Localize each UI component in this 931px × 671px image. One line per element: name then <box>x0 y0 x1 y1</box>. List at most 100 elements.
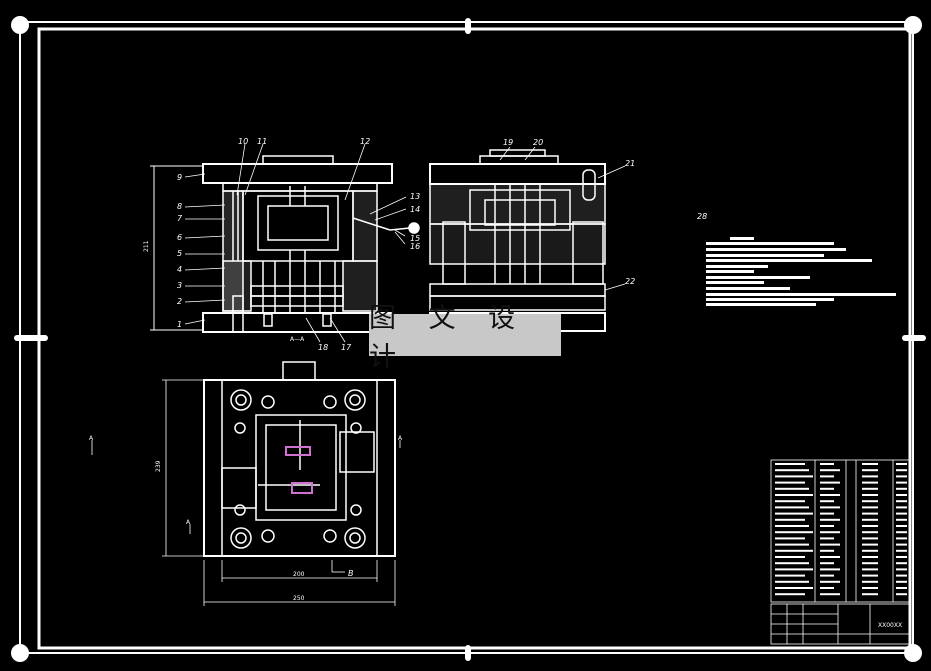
svg-text:17: 17 <box>341 343 352 352</box>
parts-row-marks <box>820 469 840 472</box>
parts-row-marks <box>775 463 805 465</box>
parts-row-marks <box>862 494 878 496</box>
parts-row-marks <box>820 531 840 534</box>
technical-requirements-block <box>706 237 896 306</box>
parts-row-marks <box>820 475 834 478</box>
svg-text:22: 22 <box>625 277 635 286</box>
svg-text:A—A: A—A <box>290 336 305 343</box>
parts-row-marks <box>820 500 834 503</box>
svg-text:7: 7 <box>177 214 183 223</box>
parts-row-marks <box>896 512 907 515</box>
parts-row-marks <box>775 531 813 534</box>
part-number-labels-right: 19 20 21 22 <box>503 138 635 286</box>
parts-row-marks <box>862 531 878 534</box>
parts-row-marks <box>896 568 907 571</box>
parts-row-marks <box>896 475 907 478</box>
parts-row-marks <box>820 580 840 583</box>
parts-row-marks <box>820 549 834 552</box>
tech-notes-number: 28 <box>697 212 707 221</box>
parts-row-marks <box>775 580 809 583</box>
dimension-inner-width-text: 200 <box>293 571 305 578</box>
parts-row-marks <box>775 543 809 546</box>
parts-row-marks <box>896 500 907 503</box>
parts-row-marks <box>820 463 834 465</box>
parts-row-marks <box>862 512 878 515</box>
parts-row-marks <box>820 543 840 546</box>
svg-text:1: 1 <box>177 320 182 329</box>
parts-row-marks <box>862 593 878 596</box>
dimension-height-text: 211 <box>143 240 150 252</box>
svg-text:12: 12 <box>360 137 370 146</box>
svg-text:15: 15 <box>410 234 420 243</box>
svg-text:3: 3 <box>177 281 182 290</box>
parts-row-marks <box>820 556 840 558</box>
parts-row-marks <box>775 537 805 540</box>
parts-row-marks <box>862 587 878 589</box>
parts-row-marks <box>862 556 878 558</box>
parts-row-marks <box>896 543 907 546</box>
parts-row-marks <box>862 562 878 565</box>
plan-accent <box>285 446 313 494</box>
leader-lines-left <box>184 143 407 343</box>
parts-row-marks <box>896 481 907 484</box>
parts-row-marks <box>820 587 834 589</box>
parts-row-marks <box>775 556 805 558</box>
parts-row-marks <box>896 531 907 534</box>
parts-row-marks <box>862 518 878 521</box>
parts-row-marks <box>775 500 805 503</box>
svg-text:21: 21 <box>625 159 635 168</box>
svg-text:6: 6 <box>177 233 182 242</box>
dimension-outer-width-text: 250 <box>293 595 305 602</box>
parts-row-marks <box>896 574 907 577</box>
svg-text:2: 2 <box>177 297 182 306</box>
parts-row-marks <box>775 568 813 571</box>
parts-row-marks <box>896 549 907 552</box>
parts-row-marks <box>820 506 840 509</box>
parts-row-marks <box>896 525 907 527</box>
title-block <box>770 603 911 645</box>
parts-row-marks <box>862 525 878 527</box>
parts-row-marks <box>775 518 805 521</box>
part-number-labels-left: 9 8 7 6 5 4 3 2 1 10 11 12 13 14 15 16 1… <box>177 137 420 352</box>
parts-row-marks <box>896 556 907 558</box>
parts-row-marks <box>775 549 813 552</box>
parts-row-marks <box>862 487 878 490</box>
view-mark-a-left: A <box>89 435 94 442</box>
parts-row-marks <box>862 568 878 571</box>
parts-row-marks <box>820 593 840 596</box>
view-mark-b: B <box>348 569 354 578</box>
parts-row-marks <box>775 562 809 565</box>
svg-text:18: 18 <box>318 343 328 352</box>
parts-list-rows <box>775 463 907 596</box>
title-block-drawing-no: XX00XX <box>878 622 902 629</box>
parts-row-marks <box>820 537 834 540</box>
parts-row-marks <box>820 518 840 521</box>
svg-text:4: 4 <box>177 265 182 274</box>
parts-row-marks <box>775 487 809 490</box>
side-section-view <box>429 149 606 332</box>
parts-row-marks <box>820 512 834 515</box>
parts-row-marks <box>896 587 907 589</box>
parts-row-marks <box>775 512 813 515</box>
parts-row-marks <box>896 593 907 596</box>
plan-view <box>203 361 396 557</box>
parts-row-marks <box>820 574 834 577</box>
svg-text:19: 19 <box>503 138 513 147</box>
parts-row-marks <box>862 580 878 583</box>
svg-text:13: 13 <box>410 192 420 201</box>
frame-markers <box>11 16 926 662</box>
parts-row-marks <box>862 469 878 472</box>
svg-text:8: 8 <box>177 202 182 211</box>
parts-row-marks <box>775 481 805 484</box>
parts-row-marks <box>820 494 840 496</box>
parts-row-marks <box>862 549 878 552</box>
watermark-label: 图 文 设 计 <box>369 303 561 373</box>
parts-list-table <box>770 459 911 603</box>
parts-row-marks <box>862 506 878 509</box>
parts-row-marks <box>896 494 907 496</box>
parts-row-marks <box>896 580 907 583</box>
svg-text:10: 10 <box>238 137 248 146</box>
parts-row-marks <box>862 500 878 503</box>
parts-row-marks <box>775 587 813 589</box>
